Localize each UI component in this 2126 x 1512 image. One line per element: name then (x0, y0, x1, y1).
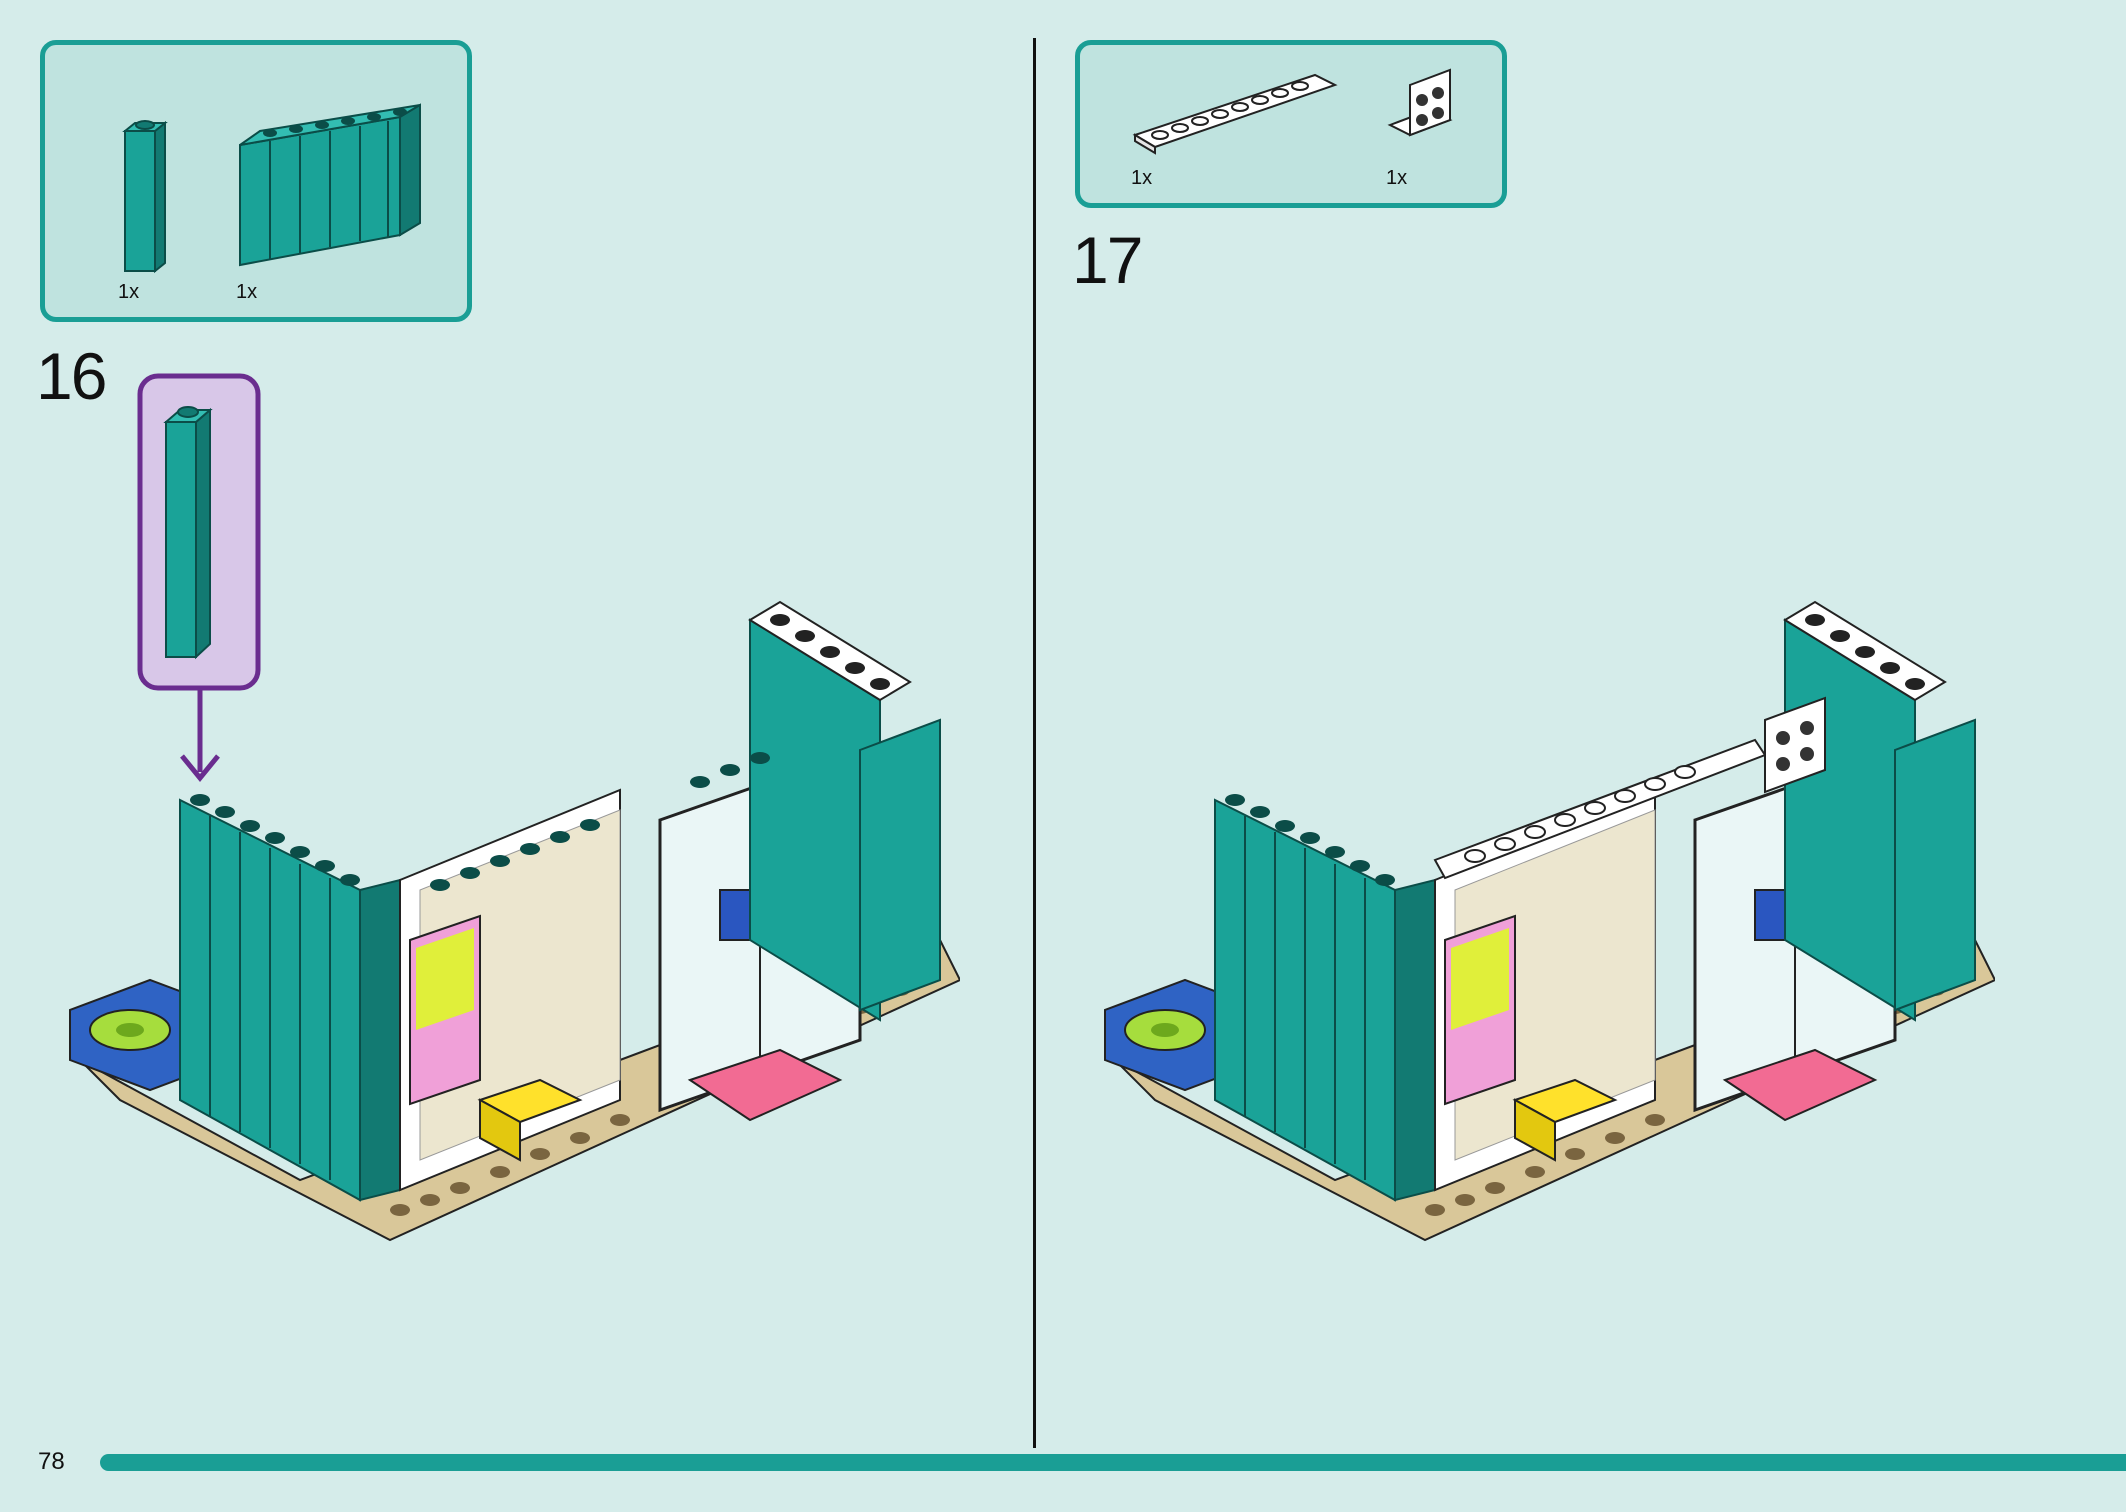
progress-bar (100, 1454, 2126, 1471)
parts-list-step-17: 1x 1x (1075, 40, 1507, 208)
parts-list-step-16: 1x 1x (40, 40, 472, 322)
part-qty: 1x (1386, 167, 1408, 189)
step-17-model-illustration (1104, 600, 1995, 1242)
part-qty: 1x (1131, 167, 1153, 189)
white-plate-icon (1132, 73, 1338, 155)
page-divider (1033, 38, 1036, 1448)
white-bracket-icon (1387, 68, 1453, 137)
step-16-model-illustration (69, 600, 960, 1242)
step-number: 16 (36, 339, 107, 413)
teal-column-brick-icon (122, 120, 168, 274)
step-number: 17 (1072, 223, 1143, 297)
part-qty: 1x (118, 281, 140, 303)
callout-new-part (137, 373, 261, 782)
teal-panel-wall-icon (239, 103, 421, 267)
page-number: 78 (38, 1448, 65, 1475)
part-qty: 1x (236, 281, 258, 303)
